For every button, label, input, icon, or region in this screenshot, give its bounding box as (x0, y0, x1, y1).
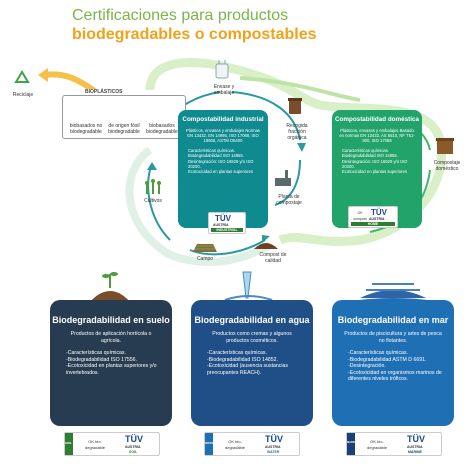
water-badge-label: WATER (267, 450, 280, 454)
ok-compost-text: OK compost (353, 211, 367, 221)
list-item: Desintegración: ISO 16929 y/o ISO 20200. (188, 158, 254, 169)
label-envase: Envase y embalaje (213, 84, 235, 96)
ok-biodegradable-text: OK bio-degradable (85, 439, 106, 450)
label-recogida: Recogida fracción orgánica (286, 123, 308, 141)
industrial-cycle (147, 91, 301, 256)
card-sea: Biodegradabilidad en mar Productos de pi… (332, 300, 454, 426)
stripe (347, 433, 355, 455)
home-compost-icon (436, 138, 454, 154)
ok-biodegradable-text: OK bio-degradable (367, 439, 388, 450)
list-item: Biodegradabilidad ISO 14855. (188, 153, 244, 159)
soil-cert-badge: SOIL OK bio-degradable TÜV AUSTRIA SOIL (64, 432, 160, 456)
card-soil: Biodegradabilidad en suelo Productos de … (50, 300, 172, 426)
industrial-text: Plásticos, envases y embalajes Normas EN… (185, 128, 260, 143)
ok-biodegradable-text: OK bio-degradable (225, 439, 246, 450)
inner-loop (125, 146, 272, 267)
tuv-austria: AUSTRIA (213, 223, 229, 227)
label-reciclaje: Reciclaje (12, 92, 34, 98)
domestic-list: Características químicas. Biodegradabili… (342, 148, 416, 174)
tuv-austria: AUSTRIA (407, 445, 423, 449)
list-item: Biodegradabilidad ISO 14855. (342, 153, 398, 159)
card-water-list: -Características químicas. -Biodegradabi… (207, 350, 303, 376)
card-sea-title: Biodegradabilidad en mar (337, 315, 449, 325)
title-line-2: biodegradables o compostables (72, 26, 317, 43)
arrowhead (38, 68, 48, 82)
card-soil-desc: Productos de aplicación hortícola o agrí… (70, 331, 152, 344)
card-water-title: Biodegradabilidad en agua (194, 315, 310, 325)
bioplastics-title: BIOPLÁSTICOS (82, 89, 126, 95)
card-soil-list: -Características químicas. -Biodegradabi… (66, 350, 162, 376)
home-tag: HOME (351, 222, 395, 226)
stripe-text: SOIL (65, 441, 73, 445)
water-glass-icon (224, 271, 273, 301)
recycle-icon (14, 70, 30, 83)
page-title: Certificaciones para productos biodegrad… (72, 6, 452, 44)
domestic-arrow (239, 76, 361, 102)
list-item: Características químicas. (342, 148, 390, 153)
label-campo: Campo (196, 256, 214, 262)
tuv-logo: TÜV (125, 434, 143, 444)
arrowhead (297, 143, 306, 152)
list-item: -Biodegradabilidad ISO 17556. (66, 356, 137, 363)
tuv-austria: AUSTRIA (125, 445, 141, 449)
label-planta: Planta de compostaje (276, 194, 302, 206)
stripe (65, 433, 73, 455)
home-badge: TÜV AUSTRIA HOME OK compost (348, 206, 398, 228)
bio-item-3: biobasados biodegradable (146, 123, 178, 135)
factory-icon (275, 170, 291, 186)
industrial-title: Compostabilidad industrial (182, 116, 264, 123)
list-item: Características químicas. (188, 148, 236, 153)
industrial-panel: Compostabilidad industrial Plásticos, en… (178, 110, 268, 228)
bin-icon (288, 98, 302, 114)
list-item: -Desintegración. (348, 363, 386, 369)
card-soil-title: Biodegradabilidad en suelo (52, 315, 170, 325)
tuv-austria: AUSTRIA (369, 217, 385, 221)
list-item: -Características químicas. (348, 350, 408, 356)
domestic-title: Compostabilidad doméstica (335, 116, 419, 123)
domestic-text: Plásticos, envases y embalajes Basado en… (339, 128, 415, 143)
list-item: Ecotoxicidad en plantas superiores (188, 169, 253, 174)
stripe (205, 433, 213, 455)
label-compost: Compost de calidad (259, 252, 287, 264)
industrial-list: Características químicas. Biodegradabili… (188, 148, 262, 174)
card-sea-list: -Características químicas. -Biodegradabi… (348, 350, 444, 383)
bio-item-1: biobasados no biodegradable (69, 123, 103, 135)
industrial-badge: TÜV AUSTRIA INDUSTRIAL (208, 212, 246, 234)
list-item: -Ecotoxicidad en plantas superiores y/o … (66, 363, 157, 376)
bag-icon (215, 60, 229, 79)
list-item: -Características químicas. (207, 350, 267, 356)
water-cert-badge: WATER OK bio-degradable TÜV AUSTRIA WATE… (204, 432, 300, 456)
card-water-desc: Productos como cremas y algunos producto… (212, 331, 292, 344)
bioplastics-box (62, 95, 186, 139)
list-item: -Biodegradabilidad ASTM D 6691. (348, 356, 427, 363)
tuv-austria: AUSTRIA (265, 445, 281, 449)
arrowhead (262, 235, 270, 243)
list-item: Desintegración: ISO 16929 y/o ISO 20200. (342, 158, 408, 169)
label-compostaje-domestico: Compostaje doméstico (433, 160, 461, 172)
list-item: -Ecotoxicidad (ausencia sustancias preoc… (207, 363, 289, 376)
marine-cert-badge: MARINE OK bio-degradable TÜV AUSTRIA MAR… (346, 432, 442, 456)
stripe-text: WATER (205, 441, 216, 445)
crops-icon (145, 179, 161, 194)
arrowhead (147, 162, 157, 170)
bio-item-2: de origen fósil biodegradable (108, 123, 140, 135)
compost-icon (254, 243, 278, 249)
list-item: -Ecotoxicidad en organismos marinos de d… (348, 369, 442, 383)
list-item: -Características químicas. (66, 350, 126, 356)
list-item: Ecotoxicidad en plantas superiores (342, 169, 407, 174)
tuv-logo: TÜV (371, 208, 387, 217)
card-water: Biodegradabilidad en agua Productos como… (191, 300, 313, 426)
title-line-1: Certificaciones para productos (72, 7, 289, 24)
field-icon (193, 244, 217, 252)
industrial-tag: INDUSTRIAL (211, 228, 243, 232)
marine-badge-label: MARINE (408, 450, 422, 454)
tuv-logo: TÜV (265, 434, 283, 444)
soil-badge-label: SOIL (129, 450, 138, 454)
stripe-text: MARINE (347, 441, 358, 444)
tuv-logo: TÜV (407, 434, 425, 444)
tuv-logo: TÜV (215, 214, 231, 223)
list-item: -Biodegradabilidad ISO 14852. (207, 356, 278, 363)
label-cultivos: Cultivos (144, 198, 162, 204)
card-sea-desc: Productos de piscicultura y artes de pes… (344, 331, 442, 344)
